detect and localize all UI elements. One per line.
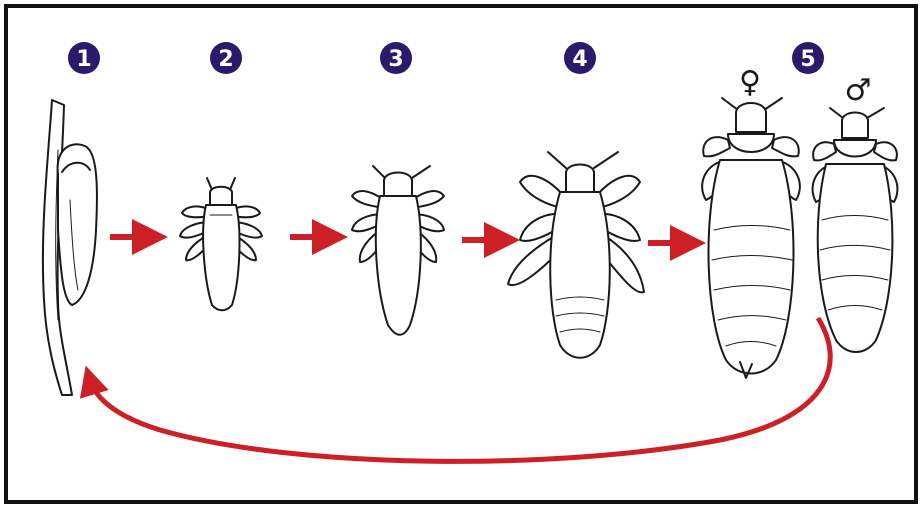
female-symbol-icon: ♀ (739, 65, 761, 100)
stage-3-badge: 3 (380, 42, 412, 74)
stage-2-badge: 2 (210, 42, 242, 74)
stage-5-number: 5 (800, 47, 815, 72)
stage-4-badge: 4 (564, 42, 596, 74)
stage-1-badge: 1 (68, 42, 100, 74)
stage-3-number: 3 (388, 47, 403, 72)
male-symbol-icon: ♂ (845, 73, 872, 108)
stage-5-female-louse-icon (702, 98, 800, 378)
stage-2-number: 2 (218, 47, 233, 72)
stage-4-number: 4 (572, 47, 587, 72)
stage-5-badge: 5 (792, 42, 824, 74)
stage-1-number: 1 (76, 47, 91, 72)
